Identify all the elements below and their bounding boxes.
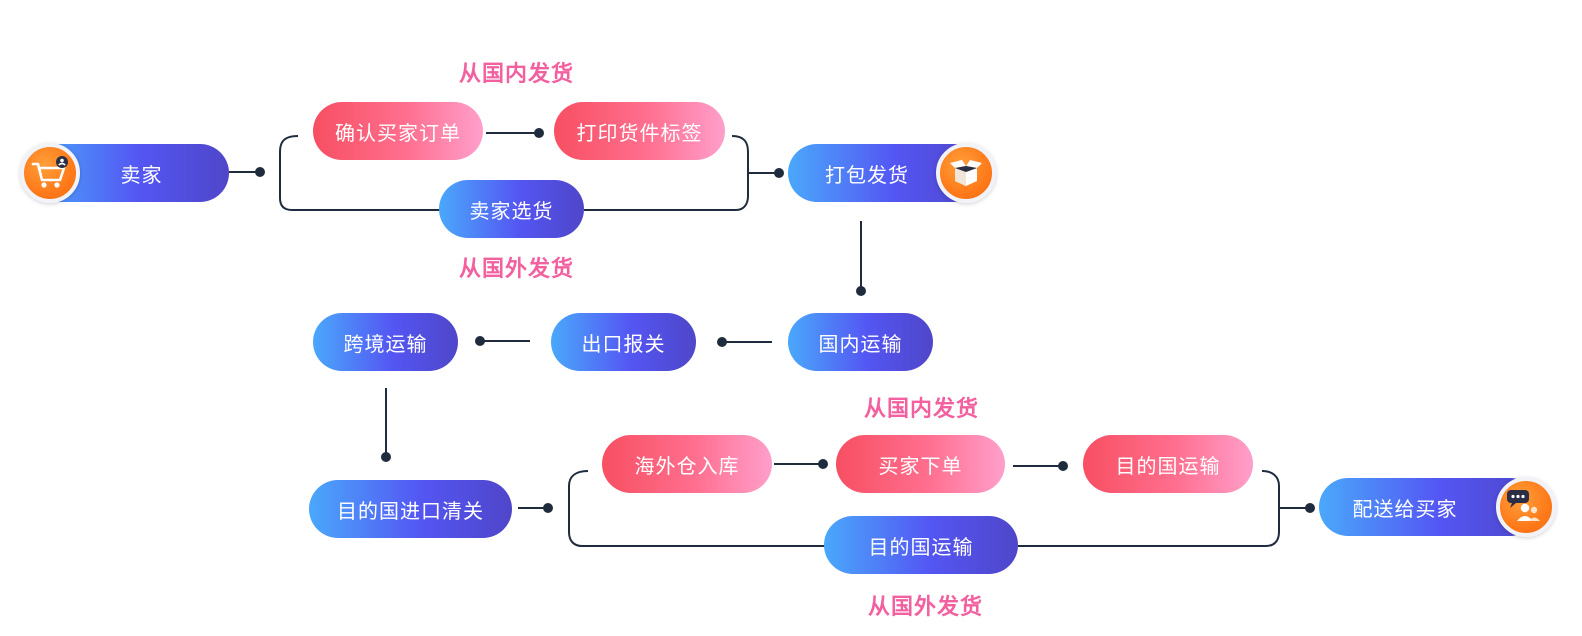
caption-bottom-domestic: 从国内发货 xyxy=(864,396,980,422)
connector-dot xyxy=(1058,461,1068,471)
node-seller-pick-label: 卖家选货 xyxy=(469,198,554,223)
node-cross-border: 跨境运输 xyxy=(313,313,458,371)
caption-bottom-overseas: 从国外发货 xyxy=(868,594,984,620)
node-buyer-order: 买家下单 xyxy=(836,435,1005,493)
bracket-top-left xyxy=(279,135,440,211)
node-domestic-transport-label: 国内运输 xyxy=(818,331,903,356)
connector-dot xyxy=(534,128,544,138)
deliver-icon-badge xyxy=(1496,477,1556,537)
node-export-customs: 出口报关 xyxy=(551,313,696,371)
connector-dot xyxy=(717,337,727,347)
connector-dot xyxy=(818,459,828,469)
bracket-bottom-left xyxy=(568,470,825,547)
connector-dot xyxy=(381,452,391,462)
open-box-icon xyxy=(950,160,982,186)
node-seller-label: 卖家 xyxy=(120,162,163,187)
node-dest-transport-top-label: 目的国运输 xyxy=(1115,453,1221,478)
node-confirm-order: 确认买家订单 xyxy=(313,102,483,160)
node-dest-transport-bottom: 目的国运输 xyxy=(824,516,1018,574)
node-print-label: 打印货件标签 xyxy=(554,102,725,160)
connector-dot xyxy=(475,336,485,346)
connector-dot xyxy=(856,286,866,296)
node-domestic-transport: 国内运输 xyxy=(788,313,933,371)
node-pack-ship-label: 打包发货 xyxy=(825,162,909,187)
bracket-top-right xyxy=(584,135,749,211)
connector-dot xyxy=(1305,503,1315,513)
node-cross-border-label: 跨境运输 xyxy=(343,331,428,356)
node-seller-pick: 卖家选货 xyxy=(439,180,584,238)
node-print-label-label: 打印货件标签 xyxy=(576,120,703,145)
caption-top-domestic: 从国内发货 xyxy=(459,61,575,87)
node-dest-transport-top: 目的国运输 xyxy=(1083,435,1253,493)
node-confirm-order-label: 确认买家订单 xyxy=(335,120,461,145)
bracket-bottom-right xyxy=(1018,470,1280,547)
caption-top-overseas: 从国外发货 xyxy=(459,256,575,282)
node-export-customs-label: 出口报关 xyxy=(581,331,666,356)
chat-users-icon xyxy=(1507,490,1540,521)
node-import-customs-label: 目的国进口清关 xyxy=(337,498,484,523)
seller-icon-badge xyxy=(20,143,80,203)
connector-dot xyxy=(543,503,553,513)
connector-dot xyxy=(255,167,265,177)
node-import-customs: 目的国进口清关 xyxy=(309,480,512,538)
node-dest-transport-bottom-label: 目的国运输 xyxy=(868,534,974,559)
connector-dot xyxy=(774,168,784,178)
node-overseas-warehouse-label: 海外仓入库 xyxy=(634,453,740,478)
node-overseas-warehouse: 海外仓入库 xyxy=(602,435,772,493)
shopping-cart-icon xyxy=(31,156,68,188)
node-buyer-order-label: 买家下单 xyxy=(878,453,963,478)
node-deliver-buyer-label: 配送给买家 xyxy=(1352,496,1458,521)
pack-icon-badge xyxy=(936,143,996,203)
